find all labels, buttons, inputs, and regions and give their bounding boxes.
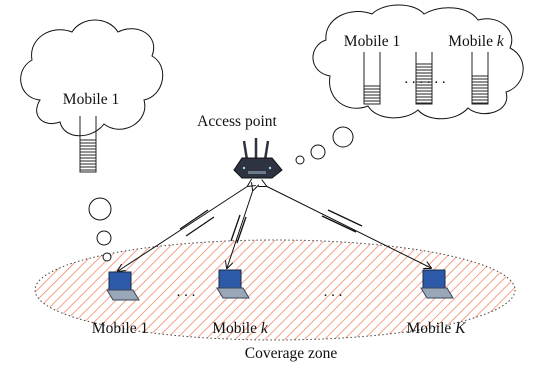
laptop-icon-mobile-1 [106, 271, 140, 301]
right-queue-k [471, 52, 489, 105]
ellipsis-right: . . . [324, 284, 343, 300]
laptop-icon-mobile-K [420, 269, 454, 299]
queue-outline [363, 52, 381, 105]
right-cloud-label-first: Mobile 1 [344, 33, 400, 50]
ellipsis-left: . . . [177, 284, 196, 300]
right-cloud-label-last: Mobile k [448, 33, 505, 50]
left-thought-cloud [20, 19, 164, 262]
link-ap-mobile-K [266, 186, 431, 268]
right-thought-cloud [295, 4, 524, 165]
queue-outline [415, 52, 433, 105]
queue-outline [79, 116, 97, 173]
queue-outline [471, 52, 489, 105]
left-cloud-label: Mobile 1 [63, 91, 119, 108]
coverage-zone-label: Coverage zone [245, 345, 338, 362]
access-point-label: Access point [197, 113, 277, 130]
right-queue-2 [415, 52, 433, 105]
left-queue [79, 116, 97, 173]
mobile-label-K: Mobile K [407, 320, 467, 337]
link-ap-mobile-k [227, 190, 253, 268]
mobile-label-k: Mobile k [212, 320, 269, 337]
right-cloud-label-last-var: k [497, 33, 505, 50]
right-queue-1 [363, 52, 381, 105]
mobile-label-1: Mobile 1 [92, 320, 148, 337]
laptop-icon-mobile-k [216, 269, 250, 299]
right-cloud-label-last-prefix: Mobile [448, 33, 497, 50]
access-point-router-icon [233, 138, 283, 179]
